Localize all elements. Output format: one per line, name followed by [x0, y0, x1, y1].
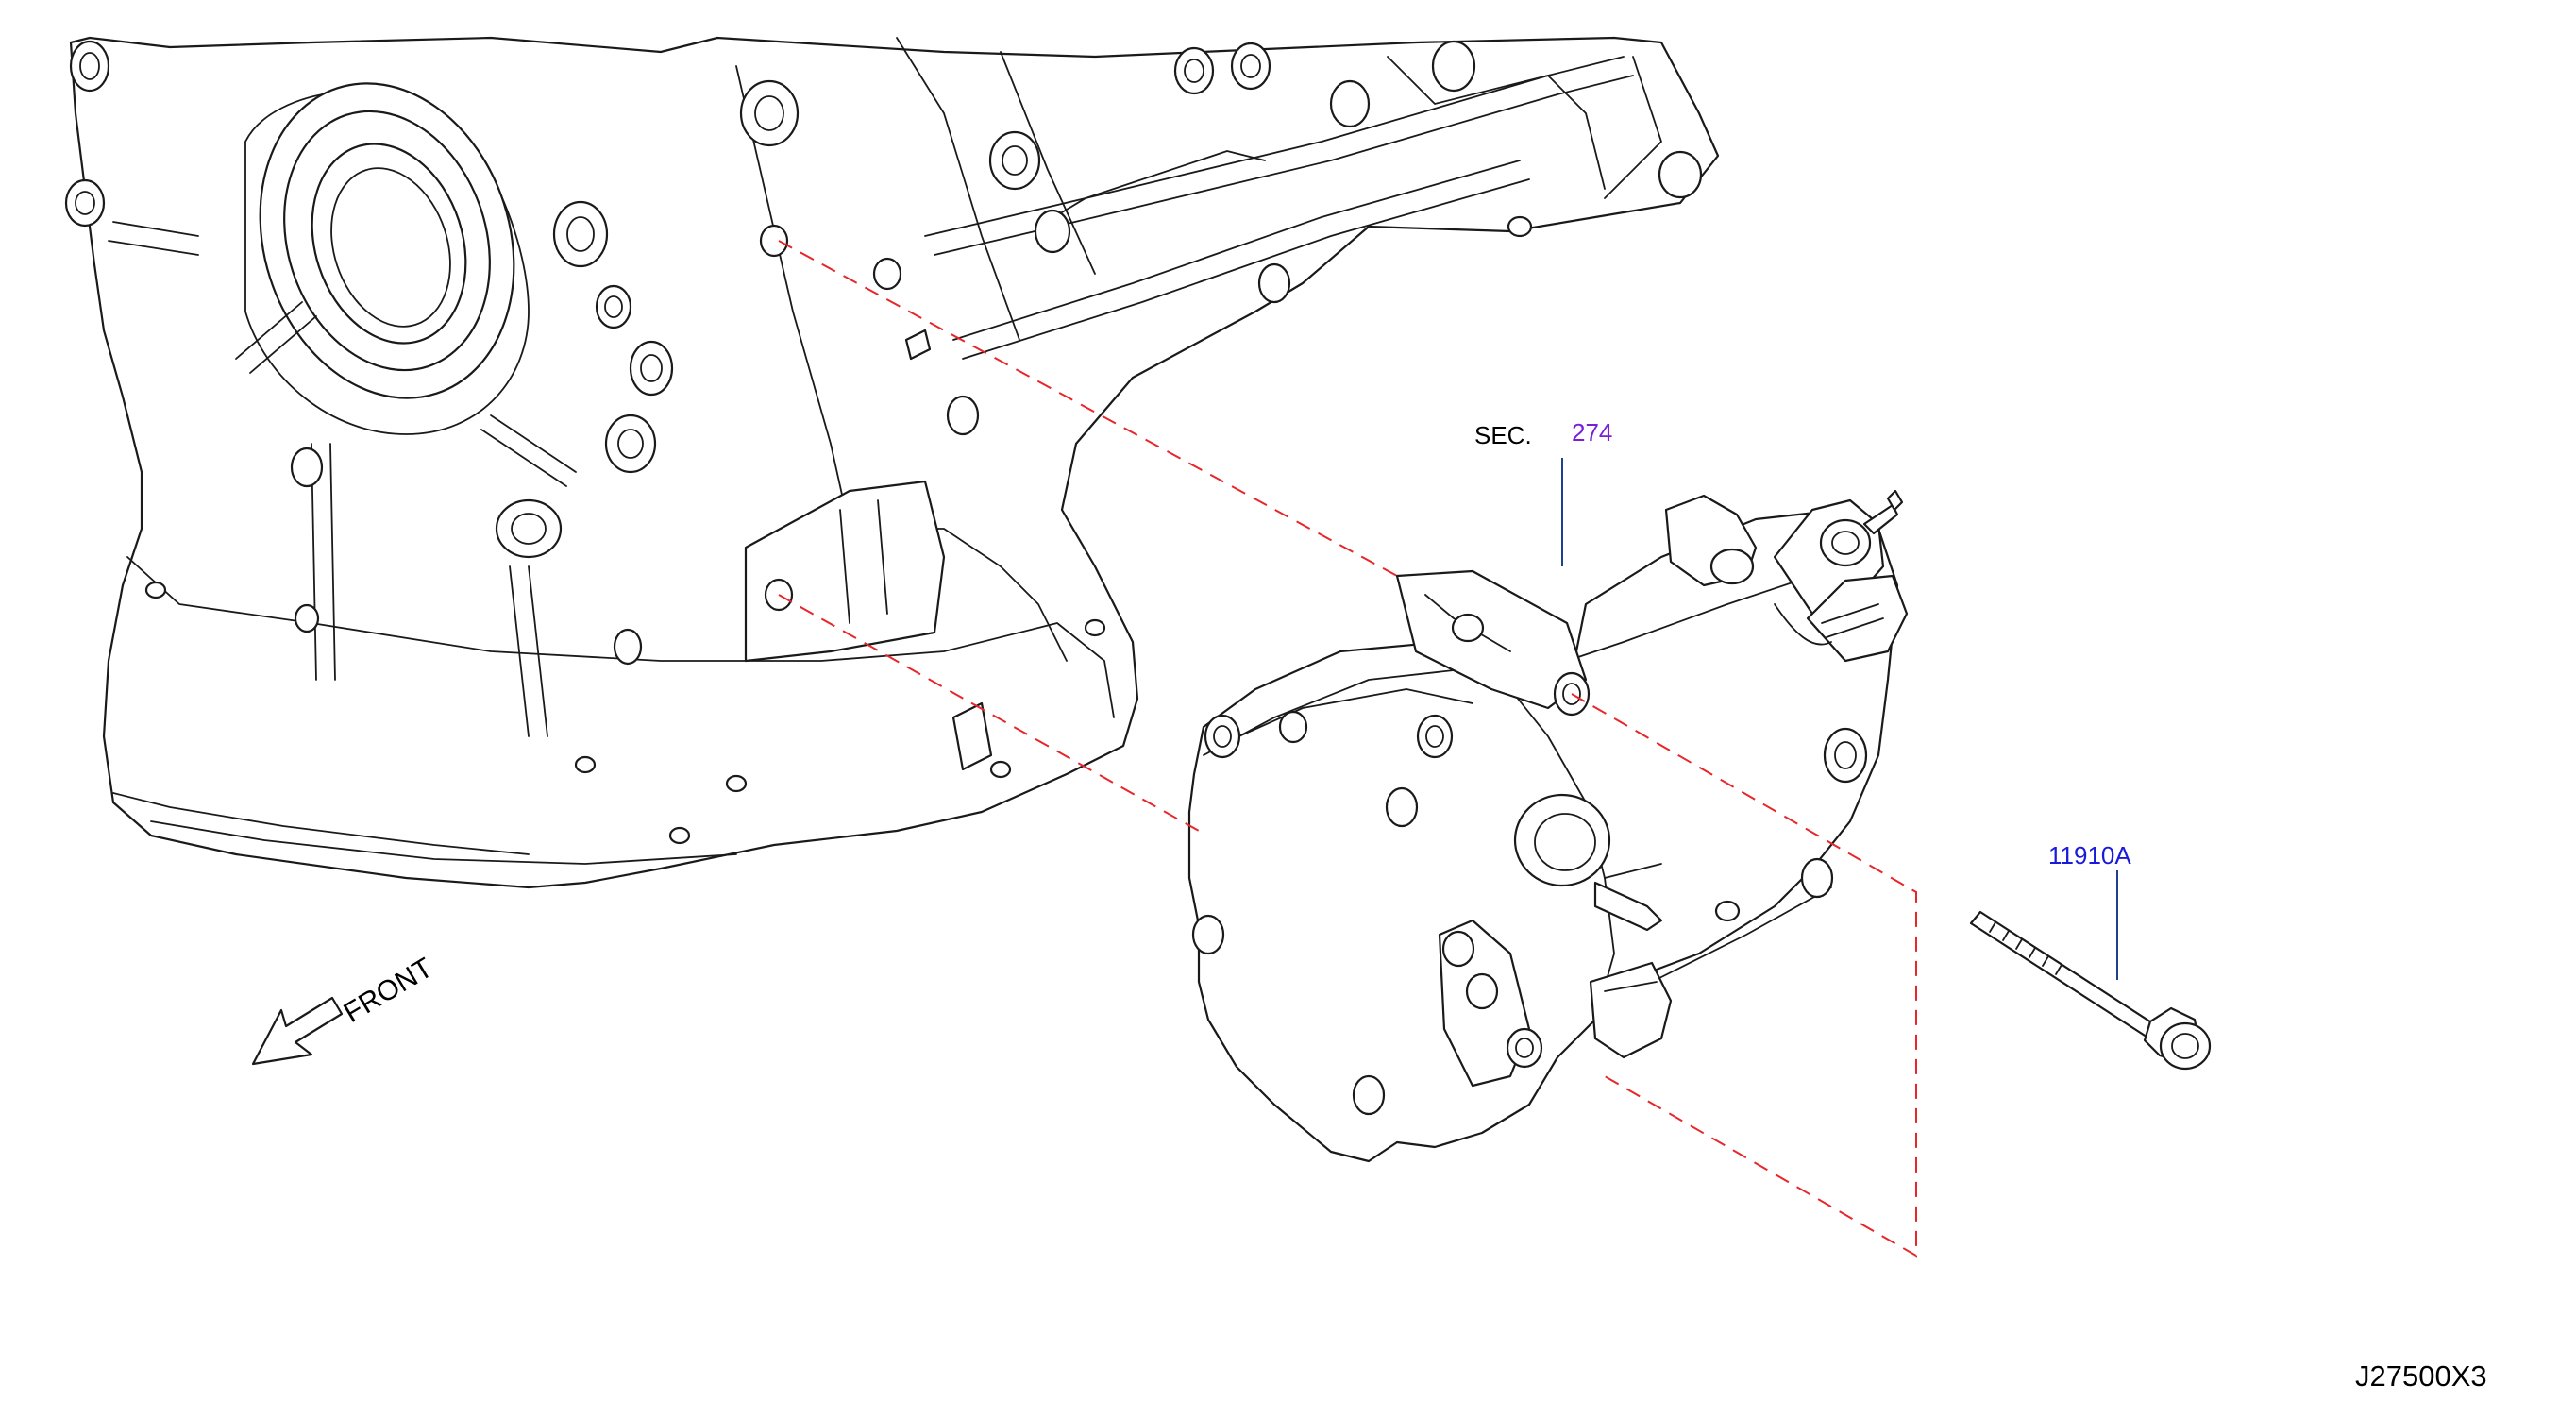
front-label: FRONT — [339, 952, 439, 1029]
section-number: 274 — [1572, 418, 1612, 447]
section-callout: SEC. 274 — [1474, 418, 1612, 566]
alignment-lines — [778, 240, 1917, 1258]
bolt-11910a — [1969, 910, 2212, 1071]
part-callout: 11910A — [2048, 841, 2131, 980]
front-arrow: FRONT — [251, 952, 439, 1066]
ac-compressor — [1187, 489, 1909, 1163]
section-prefix: SEC. — [1474, 421, 1532, 449]
part-number-label: 11910A — [2048, 841, 2131, 869]
engine-block — [64, 36, 1720, 889]
front-arrow-icon — [251, 996, 344, 1066]
diagram-code: J27500X3 — [2355, 1359, 2487, 1393]
